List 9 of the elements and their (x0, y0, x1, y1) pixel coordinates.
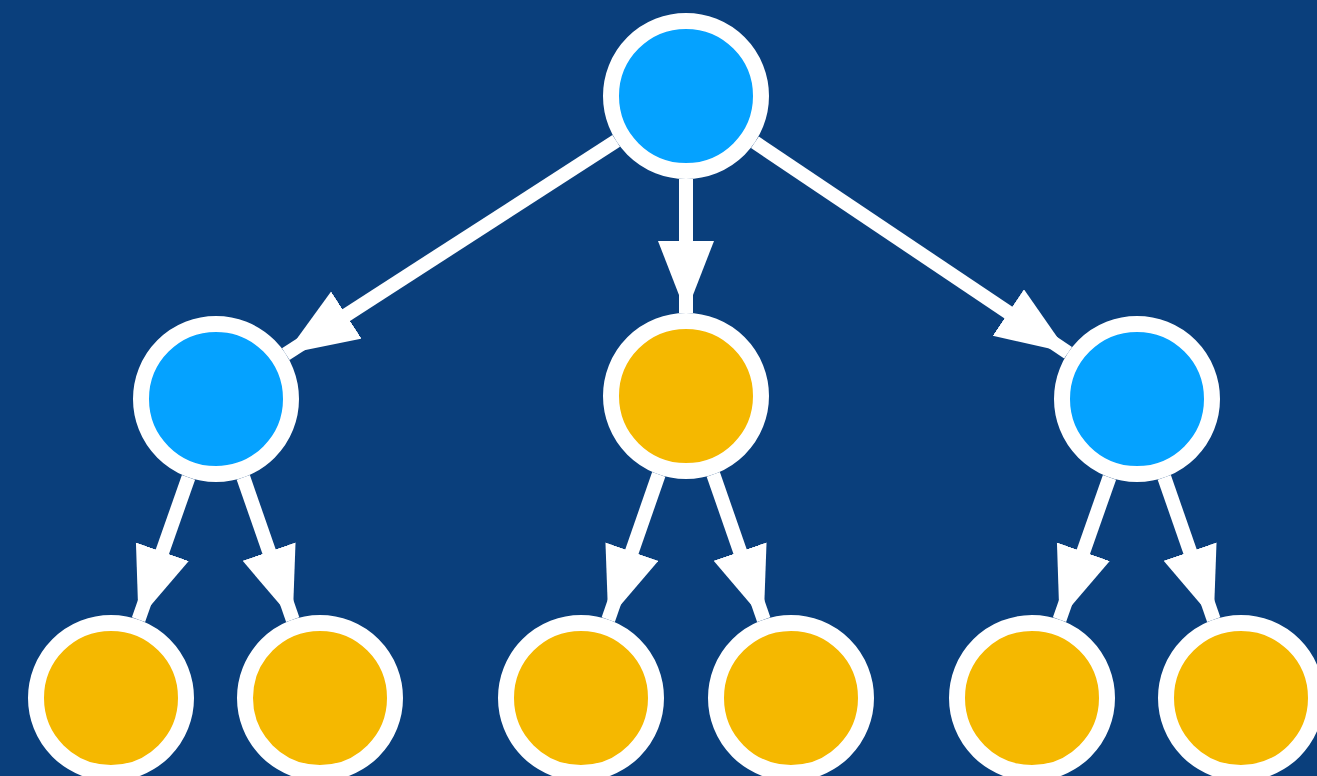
arrow (658, 179, 714, 313)
arrow (706, 472, 771, 622)
arrow (1052, 475, 1117, 622)
arrow (281, 135, 621, 360)
arrow (131, 475, 196, 622)
arrow (236, 475, 300, 622)
arrow (1157, 475, 1221, 622)
arrow (601, 472, 666, 622)
arrow (751, 136, 1072, 359)
